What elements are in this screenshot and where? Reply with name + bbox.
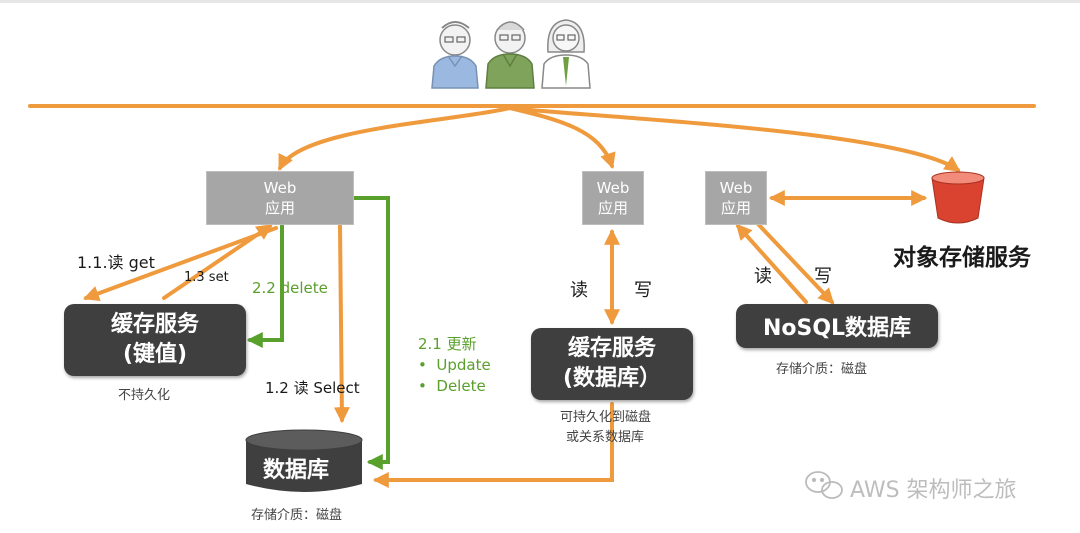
arrow-to-web-app-1 [278, 106, 512, 171]
nosql-label: NoSQL数据库 [762, 316, 912, 341]
wechat-icon [805, 471, 843, 499]
cache-db-box: 缓存服务 (数据库） [531, 328, 693, 400]
delete-item-text: Delete [436, 377, 486, 395]
web-app-2-line1: Web [596, 179, 630, 197]
database-note: 存储介质：磁盘 [251, 508, 343, 523]
arrow-write-nosql [756, 222, 835, 305]
label-write-cache-db: 写 [634, 280, 652, 301]
web-app-3-line2: 应用 [720, 199, 751, 217]
arrow-set [162, 224, 273, 300]
web-app-2-line2: 应用 [597, 199, 628, 217]
label-select: 1.2 读 Select [265, 379, 360, 397]
cache-db-line1: 缓存服务 [567, 336, 656, 361]
cache-kv-box: 缓存服务 (键值) [64, 304, 246, 376]
cache-kv-note: 不持久化 [118, 388, 171, 403]
arrow-select [333, 224, 350, 424]
web-app-3-line1: Web [719, 179, 753, 197]
cache-db-line2: (数据库） [562, 366, 662, 391]
cache-db-note-2: 或关系数据库 [566, 430, 645, 445]
web-app-1-line2: 应用 [264, 199, 295, 217]
label-get: 1.1.读 get [77, 253, 155, 272]
cache-kv-line1: 缓存服务 [110, 312, 199, 337]
users-icon [431, 19, 591, 89]
label-set: 1.3 set [184, 270, 229, 285]
nosql-note: 存储介质：磁盘 [776, 362, 868, 377]
arrow-delete [246, 224, 284, 348]
nosql-box: NoSQL数据库 [736, 304, 938, 348]
user-2-icon [485, 21, 535, 89]
database-cylinder-icon [245, 429, 363, 492]
arrow-read-nosql [735, 223, 808, 304]
label-delete-item: • Delete [418, 377, 486, 395]
watermark-text: AWS 架构师之旅 [850, 478, 1017, 503]
cache-db-note-1: 可持久化到磁盘 [560, 410, 652, 425]
database-label: 数据库 [263, 458, 330, 483]
label-update-item: • Update [418, 356, 491, 374]
bullet-1: • [418, 356, 427, 374]
bullet-2: • [418, 377, 427, 395]
label-delete: 2.2 delete [252, 279, 328, 297]
label-write-nosql: 写 [814, 266, 832, 287]
arrow-cache-db-to-database [372, 402, 614, 488]
user-1-icon [431, 21, 479, 89]
web-app-box-1: Web 应用 [206, 171, 354, 225]
label-update-title: 2.1 更新 [418, 335, 477, 353]
label-read-cache-db: 读 [570, 280, 588, 301]
cache-kv-line2: (键值) [122, 342, 188, 367]
web-app-box-2: Web 应用 [582, 171, 644, 225]
arrow-get [82, 226, 278, 302]
user-3-icon [541, 19, 591, 89]
top-border [0, 0, 1080, 3]
arrow-to-object-storage [508, 106, 961, 172]
arrow-update [352, 196, 390, 470]
web-app-1-line1: Web [263, 179, 297, 197]
label-read-nosql: 读 [754, 266, 772, 287]
object-storage-label: 对象存储服务 [893, 245, 1031, 271]
web-app-box-3: Web 应用 [705, 171, 767, 225]
update-item-text: Update [436, 356, 491, 374]
arrow-to-web-app-2 [508, 106, 616, 170]
object-storage-bucket-icon [931, 171, 985, 224]
